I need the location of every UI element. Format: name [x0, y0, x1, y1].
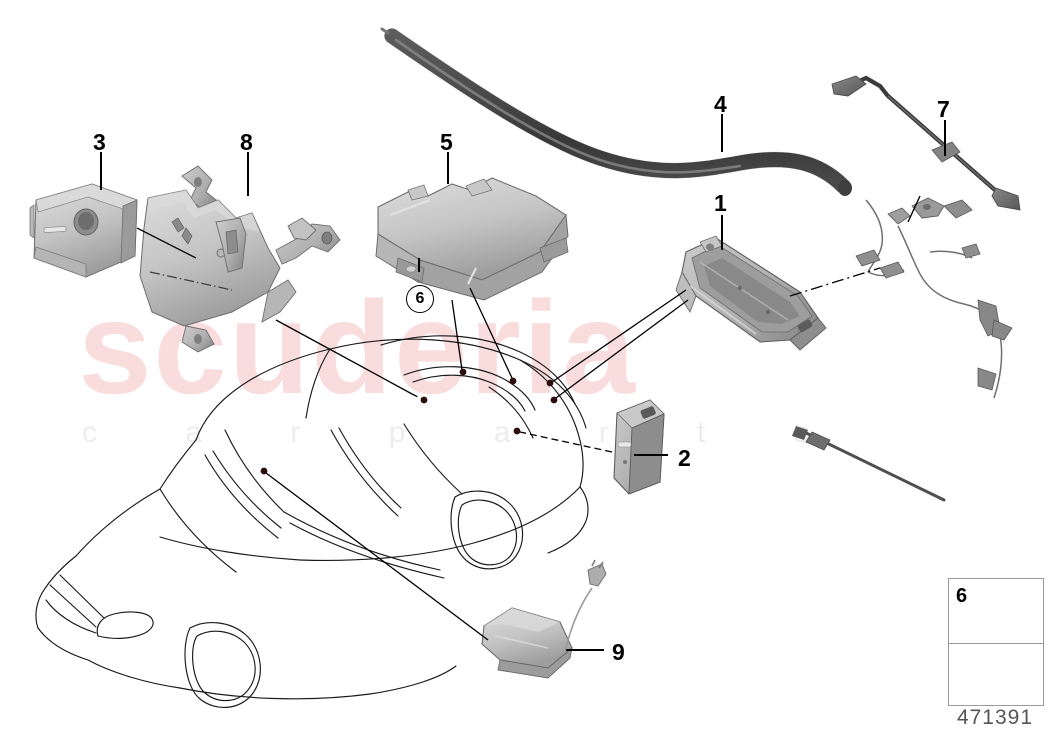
legend-arrow-cell: [949, 644, 1043, 704]
callout-1[interactable]: 1: [714, 190, 727, 216]
diagram-number: 471391: [956, 706, 1034, 729]
callout-5[interactable]: 5: [440, 129, 453, 155]
wiring-harness-detail: [865, 199, 1003, 399]
leader-lines: [136, 227, 881, 641]
callout-7[interactable]: 7: [937, 96, 950, 122]
vehicle-outline: [35, 335, 589, 709]
callout-9[interactable]: 9: [612, 639, 625, 665]
legend-item-number: 6: [956, 585, 968, 607]
callout-6-circled[interactable]: 6: [406, 285, 434, 313]
part-4-antenna-rod-tube: [380, 27, 852, 196]
callout-8[interactable]: 8: [240, 129, 253, 155]
callout-stub-lines: [100, 114, 946, 651]
part-2-aerial-amplifier-small: [613, 399, 665, 495]
part-1-antenna-amplifier-module: [675, 235, 827, 351]
legend-box: 6: [948, 578, 1044, 706]
part-5-amplifier-housing: [375, 177, 569, 301]
legend-screw-cell: 6: [949, 579, 1043, 644]
part-9-roof-antenna-module: [481, 559, 607, 679]
callout-2[interactable]: 2: [678, 445, 691, 471]
harness-clips: [792, 207, 1013, 502]
callout-3[interactable]: 3: [93, 129, 106, 155]
part-7-antenna-rod-bracket: [831, 75, 1021, 223]
part-3-control-module-box: [29, 183, 138, 278]
part-8-mounting-bracket-plate: [139, 165, 341, 353]
callout-4[interactable]: 4: [714, 91, 727, 117]
